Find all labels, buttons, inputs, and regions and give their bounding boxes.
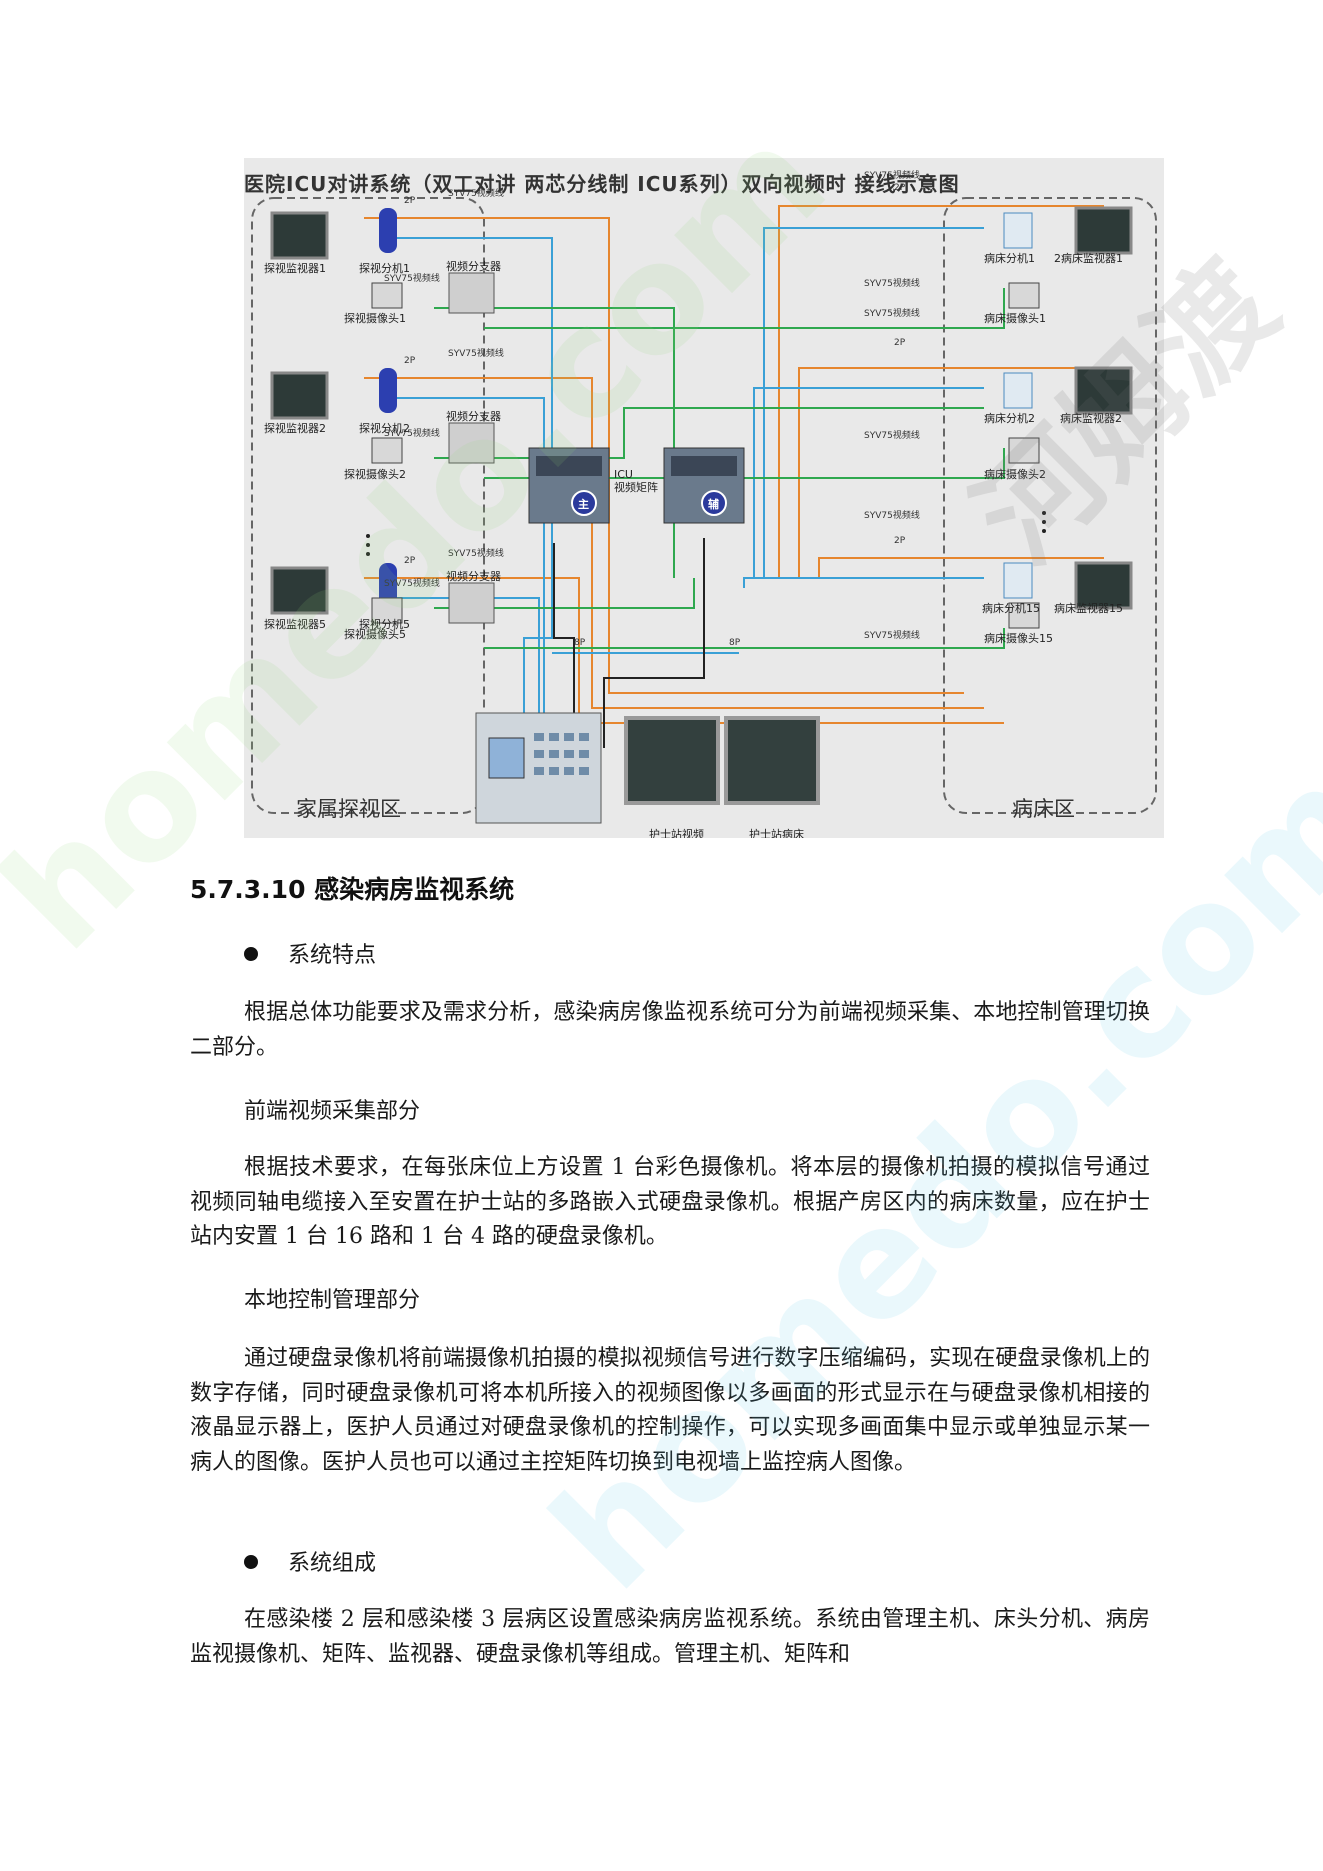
right-monitor-label: 2病床监视器1 — [1054, 252, 1123, 265]
cable-label: SYV75视频线 — [864, 431, 920, 441]
left-handset-label: 探视分机2 — [359, 422, 410, 435]
cable-label: SYV75视频线 — [384, 274, 440, 284]
left-camera-label: 探视摄像头1 — [344, 312, 406, 325]
right-camera-label: 病床摄像头15 — [984, 632, 1053, 645]
diagram-title: 医院ICU对讲系统（双工对讲 两芯分线制 ICU系列）双向视频时 接线示意图 — [244, 172, 960, 196]
nurse-monitor-label: 护士站视频 — [649, 828, 704, 838]
cable-label: SYV75视频线 — [864, 279, 920, 289]
matrix-main-unit — [528, 447, 610, 524]
left-handset-label: 探视分机5 — [359, 618, 410, 631]
section-heading: 5.7.3.10 感染病房监视系统 — [190, 875, 515, 904]
visitor-zone-label: 家属探视区 — [296, 797, 401, 821]
right-monitor-label: 病床监视器15 — [1054, 602, 1123, 615]
right-monitors — [1074, 206, 1133, 610]
cable-label: 8P — [729, 638, 741, 648]
left-camera-label: 探视摄像头5 — [344, 628, 406, 641]
ward-zone-border — [943, 197, 1157, 814]
cable-label: SYV75视频线 — [384, 429, 440, 439]
paragraph: 根据技术要求，在每张床位上方设置 1 台彩色摄像机。将本层的摄像机拍摄的模拟信号… — [190, 1155, 1150, 1249]
splitter-1 — [448, 272, 495, 314]
splitter-3 — [448, 582, 495, 624]
bullet-icon — [244, 1555, 258, 1569]
nurse-station-console — [475, 712, 602, 824]
left-handsets — [379, 208, 397, 608]
right-handset-label: 病床分机15 — [982, 602, 1040, 615]
ward-zone-label: 病床区 — [1012, 797, 1075, 821]
black-cables — [553, 538, 705, 748]
right-handsets — [1003, 212, 1033, 599]
left-monitor-label: 探视监视器2 — [264, 422, 326, 435]
left-monitors — [270, 211, 329, 615]
bullet-label: 系统特点 — [288, 943, 377, 968]
matrix-aux-label: 辅 — [708, 498, 719, 511]
splitter-label: 视频分支器 — [446, 260, 501, 273]
matrix-main-label: 主 — [578, 498, 589, 511]
nurse-monitor-label: 护士站病床 — [749, 828, 804, 838]
cable-label: 2P — [404, 196, 416, 206]
wiring-diagram-graphic — [251, 197, 1157, 824]
cable-label: SYV75视频线 — [864, 171, 920, 181]
blue-cables — [394, 227, 984, 768]
bullet-item: 系统组成 — [244, 1545, 376, 1577]
subsection-title: 本地控制管理部分 — [244, 1288, 421, 1313]
left-monitor-label: 探视监视器1 — [264, 262, 326, 275]
left-handset-label: 探视分机1 — [359, 262, 410, 275]
ellipsis-dots — [366, 511, 1046, 556]
cable-label: 2P — [404, 356, 416, 366]
right-camera-label: 病床摄像头2 — [984, 468, 1046, 481]
subsection-title: 前端视频采集部分 — [244, 1099, 421, 1124]
bullet-icon — [244, 947, 258, 961]
right-monitor-label: 病床监视器2 — [1060, 412, 1122, 425]
bullet-item: 系统特点 — [244, 937, 376, 969]
cable-label: SYV75视频线 — [448, 349, 504, 359]
left-cameras — [371, 282, 403, 624]
cable-label: SYV75视频线 — [384, 579, 440, 589]
left-camera-label: 探视摄像头2 — [344, 468, 406, 481]
cable-label: SYV75视频线 — [448, 189, 504, 199]
cable-label: 2P — [894, 536, 906, 546]
right-handset-label: 病床分机1 — [984, 252, 1035, 265]
right-cameras — [1008, 282, 1040, 629]
right-handset-label: 病床分机2 — [984, 412, 1035, 425]
cable-label: SYV75视频线 — [448, 549, 504, 559]
splitter-label: 视频分支器 — [446, 570, 501, 583]
paragraph: 根据总体功能要求及需求分析，感染病房像监视系统可分为前端视频采集、本地控制管理切… — [190, 1000, 1150, 1060]
cable-label: 2P — [894, 183, 906, 193]
left-monitor-label: 探视监视器5 — [264, 618, 326, 631]
nurse-monitor-2 — [724, 716, 820, 805]
paragraph: 通过硬盘录像机将前端摄像机拍摄的模拟视频信号进行数字压缩编码，实现在硬盘录像机上… — [190, 1346, 1150, 1475]
bullet-label: 系统组成 — [288, 1551, 377, 1576]
matrix-label: ICU 视频矩阵 — [614, 468, 658, 494]
cable-label: SYV75视频线 — [864, 631, 920, 641]
cable-label: 2P — [404, 556, 416, 566]
wiring-diagram: 医院ICU对讲系统（双工对讲 两芯分线制 ICU系列）双向视频时 接线示意图 家… — [244, 158, 1164, 838]
cable-label: 2P — [894, 338, 906, 348]
visitor-zone-border — [251, 197, 485, 814]
paragraph: 在感染楼 2 层和感染楼 3 层病区设置感染病房监视系统。系统由管理主机、床头分… — [190, 1607, 1150, 1667]
splitter-label: 视频分支器 — [446, 410, 501, 423]
cable-label: 8P — [574, 638, 586, 648]
right-camera-label: 病床摄像头1 — [984, 312, 1046, 325]
matrix-aux-unit — [663, 447, 745, 524]
cable-label: SYV75视频线 — [864, 511, 920, 521]
cable-label: SYV75视频线 — [864, 309, 920, 319]
splitter-2 — [448, 422, 495, 464]
nurse-monitor-1 — [624, 716, 720, 805]
